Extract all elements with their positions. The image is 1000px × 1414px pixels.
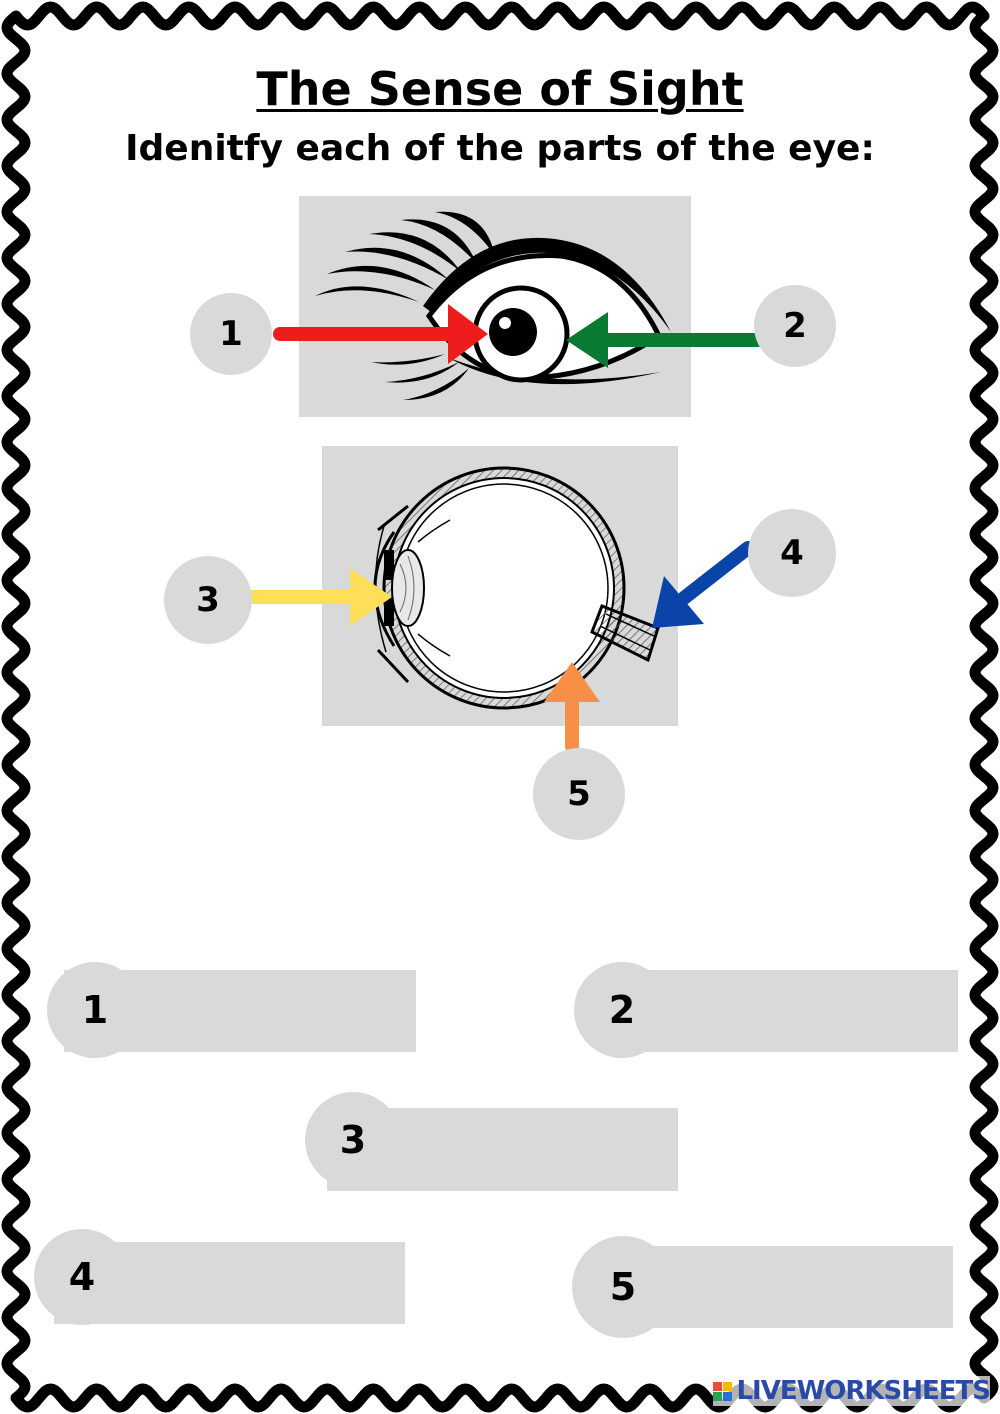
answer-number-1: 1 <box>47 962 143 1058</box>
answer-input-5[interactable] <box>690 1266 944 1310</box>
eye-icon <box>315 211 671 400</box>
figure-label-3: 3 <box>164 556 252 644</box>
arrow-2 <box>566 312 765 368</box>
liveworksheets-logo-icon <box>713 1381 733 1401</box>
worksheet-instructions: Idenitfy each of the parts of the eye: <box>125 128 875 169</box>
answer-input-3[interactable] <box>412 1128 666 1172</box>
arrow-4 <box>652 541 755 628</box>
worksheet-title: The Sense of Sight <box>256 62 744 116</box>
answer-input-2[interactable] <box>690 990 944 1034</box>
answer-number-4: 4 <box>34 1229 130 1325</box>
answer-number-5: 5 <box>572 1236 674 1338</box>
answer-number-3: 3 <box>305 1092 401 1188</box>
eyeball-cross-section-icon <box>373 466 660 710</box>
liveworksheets-watermark: LIVEWORKSHEETS <box>713 1376 991 1406</box>
answer-input-1[interactable] <box>150 990 404 1034</box>
figure-label-5: 5 <box>533 748 625 840</box>
arrow-1 <box>273 304 488 364</box>
figure-label-4: 4 <box>748 509 836 597</box>
answer-number-2: 2 <box>574 962 670 1058</box>
arrow-5 <box>544 662 600 753</box>
answer-input-4[interactable] <box>140 1262 394 1306</box>
watermark-text: LIVEWORKSHEETS <box>736 1376 991 1406</box>
figure-label-1: 1 <box>190 293 272 375</box>
figure-label-2: 2 <box>754 285 836 367</box>
arrow-3 <box>245 568 392 626</box>
